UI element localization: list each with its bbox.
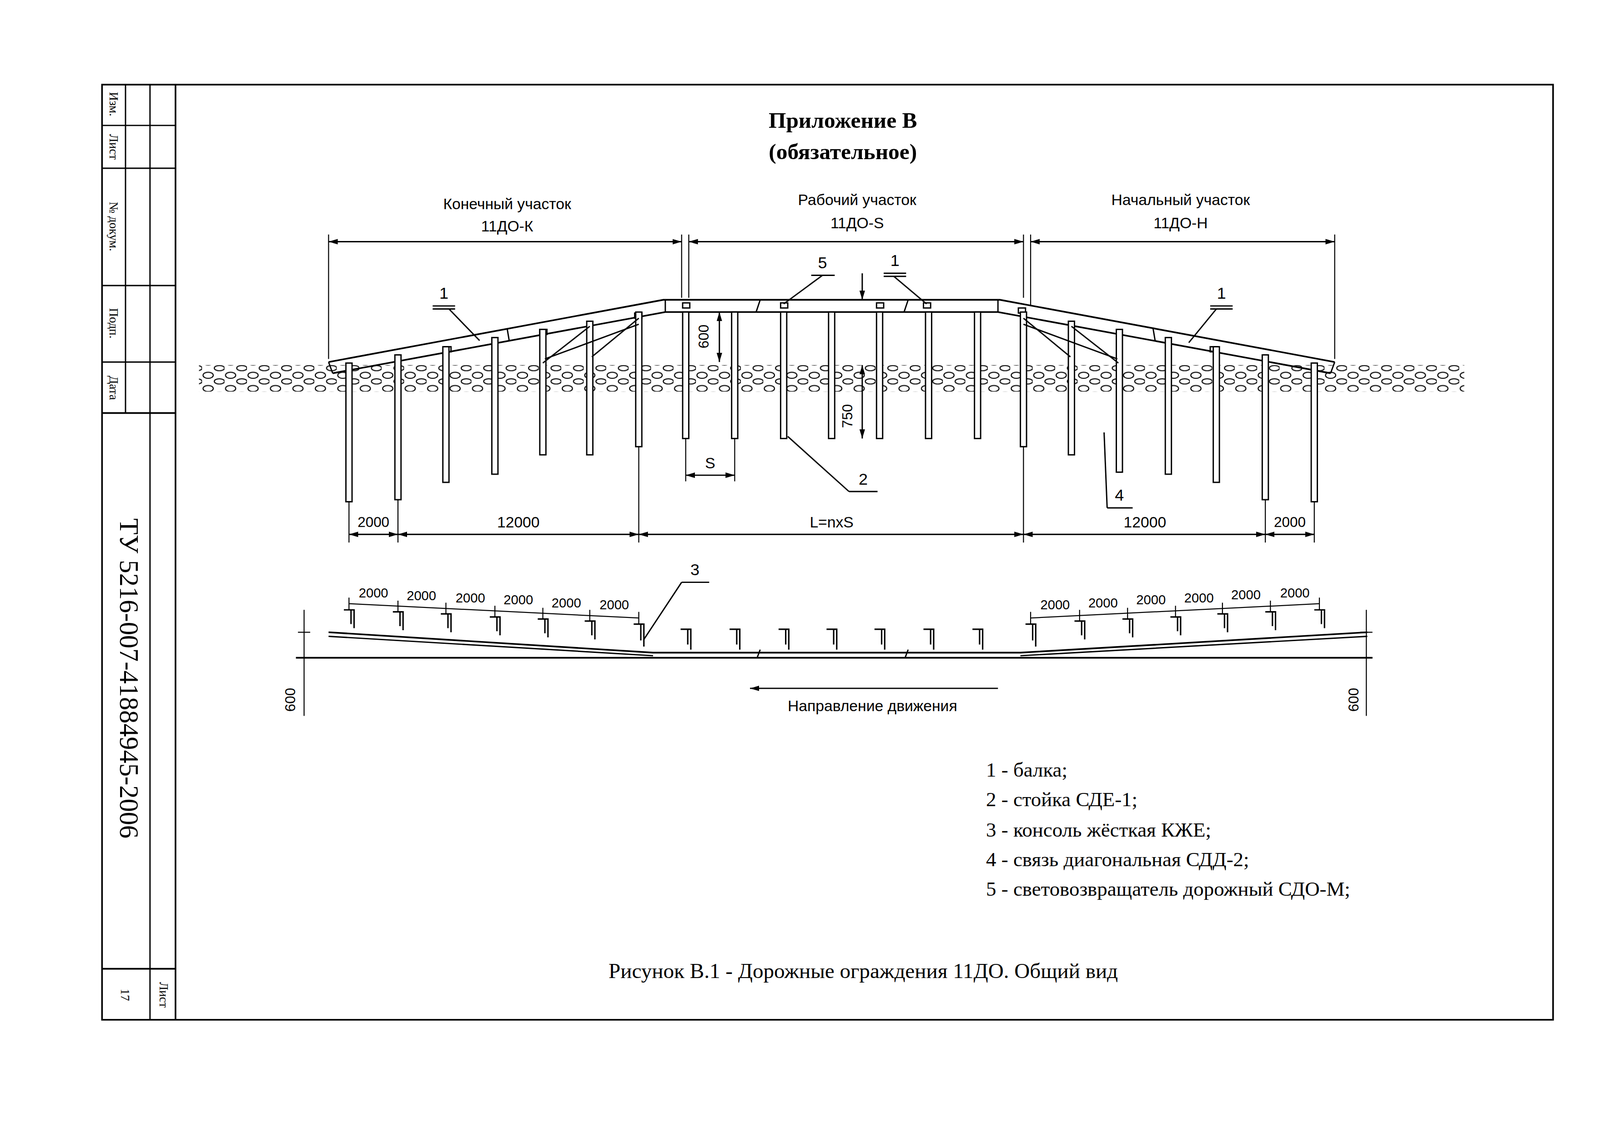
stamp-cell: Подп.	[106, 306, 121, 341]
stamp-cell: Дата	[106, 374, 121, 402]
section-name: Конечный участок	[441, 195, 573, 213]
section-name: Начальный участок	[1109, 191, 1252, 209]
dimension: 2000	[502, 592, 535, 608]
dimension: 750	[840, 402, 856, 430]
dimension: 2000	[1182, 590, 1216, 606]
part-key: 2 - стойка СДЕ-1;	[984, 788, 1139, 811]
section-code: 11ДО-S	[829, 215, 886, 232]
dimension: 2000	[357, 585, 390, 600]
subtitle: (обязательное)	[767, 139, 919, 165]
stamp-cell: Лист	[156, 980, 171, 1009]
dimension: L=nxS	[808, 513, 855, 531]
dimension: 2000	[1038, 597, 1072, 613]
dimension: S	[703, 454, 717, 472]
document-code: ТУ 5216-007-41884945-2006	[114, 517, 144, 841]
direction-note: Направление движения	[786, 697, 959, 715]
dimension: 2000	[1278, 585, 1312, 600]
dimension: 2000	[1134, 592, 1168, 608]
dimension: 2000	[1229, 587, 1263, 603]
part-key: 1 - балка;	[984, 759, 1069, 782]
callout-number: 5	[816, 254, 829, 272]
dimension: 12000	[495, 513, 542, 531]
dimension: 2000	[405, 588, 438, 604]
dimension: 600	[282, 686, 299, 714]
title: Приложение В	[767, 108, 919, 133]
stamp-cell: Лист	[106, 132, 121, 162]
dimension: 2000	[550, 595, 583, 611]
stamp-cell: Изм.	[106, 90, 121, 118]
dimension: 2000	[1086, 595, 1120, 611]
part-key: 4 - связь диагональная СДД-2;	[984, 849, 1251, 872]
dimension: 2000	[1272, 514, 1308, 531]
section-name: Рабочий участок	[796, 191, 918, 209]
dimension: 600	[696, 323, 713, 350]
callout-number: 1	[889, 252, 901, 271]
section-code: 11ДО-К	[479, 218, 535, 236]
dimension: 12000	[1122, 513, 1168, 531]
callout-number: 4	[1113, 487, 1126, 505]
section-code: 11ДО-Н	[1152, 215, 1209, 232]
callout-number: 1	[1215, 284, 1228, 303]
callout-number: 2	[857, 470, 870, 489]
dimension: 600	[1346, 686, 1363, 714]
stamp-cell: № докум.	[106, 200, 121, 253]
callout-number: 3	[689, 561, 701, 579]
dimension: 2000	[454, 590, 487, 606]
caption: Рисунок В.1 - Дорожные ограждения 11ДО. …	[607, 959, 1120, 984]
part-key: 5 - световозвращатель дорожный СДО-М;	[984, 878, 1352, 901]
sheet-number: 17	[117, 987, 132, 1003]
part-key: 3 - консоль жёсткая КЖЕ;	[984, 819, 1213, 842]
dimension: 2000	[598, 597, 631, 613]
callout-number: 1	[437, 284, 450, 303]
dimension: 2000	[356, 514, 391, 531]
